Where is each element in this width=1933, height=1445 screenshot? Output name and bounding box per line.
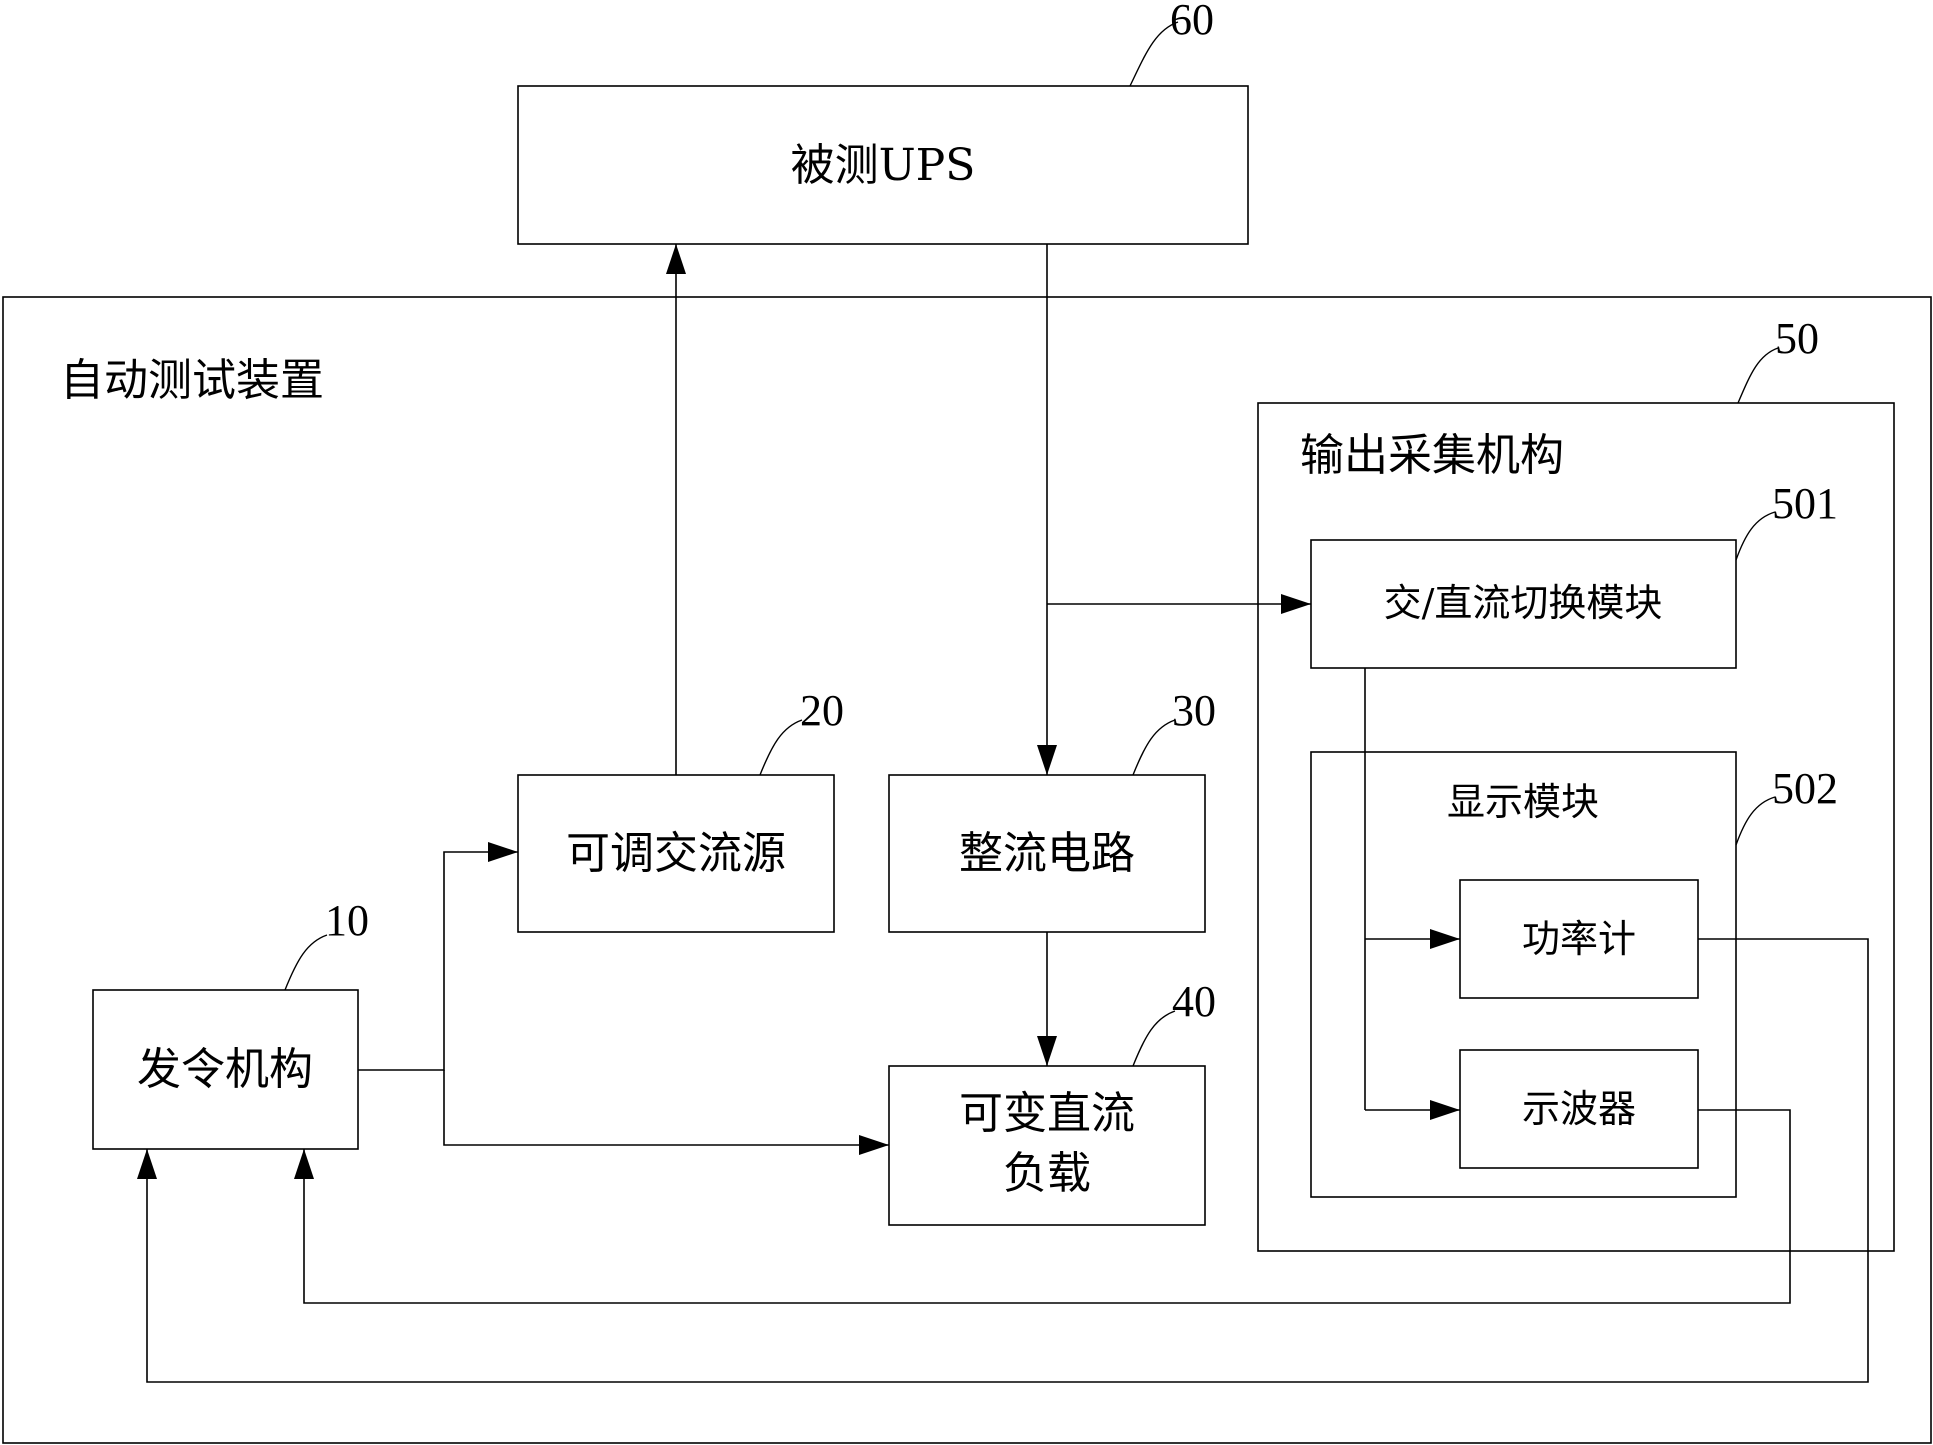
output-collector-label: 输出采集机构 xyxy=(1300,430,1564,481)
switch-module-block: 交/直流切换模块 xyxy=(1311,540,1736,668)
wire-command-to-ac-source xyxy=(358,852,518,1070)
dc-load-ref: 40 xyxy=(1172,977,1216,1026)
dc-load-block: 可变直流 负载 xyxy=(889,1066,1205,1225)
ups-label: 被测UPS xyxy=(791,140,976,191)
rectifier-ref-leader xyxy=(1133,720,1175,775)
command-unit-label: 发令机构 xyxy=(137,1044,313,1095)
rectifier-ref: 30 xyxy=(1172,686,1216,735)
rectifier-label: 整流电路 xyxy=(959,828,1135,879)
ups-ref: 60 xyxy=(1170,0,1214,44)
output-collector-ref-leader xyxy=(1738,348,1778,403)
ac-source-ref-leader xyxy=(760,720,802,775)
command-unit-ref-leader xyxy=(285,935,327,990)
dc-load-label-line2: 负载 xyxy=(1003,1148,1091,1199)
ac-source-block: 可调交流源 xyxy=(518,775,834,932)
ups-block: 被测UPS xyxy=(518,86,1248,244)
display-module-ref: 502 xyxy=(1772,764,1838,813)
rectifier-block: 整流电路 xyxy=(889,775,1205,932)
display-module-ref-leader xyxy=(1736,797,1775,845)
power-meter-label: 功率计 xyxy=(1522,917,1636,961)
dc-load-label-line1: 可变直流 xyxy=(959,1088,1135,1139)
power-meter-block: 功率计 xyxy=(1460,880,1698,998)
command-unit-ref: 10 xyxy=(325,896,369,945)
oscilloscope-block: 示波器 xyxy=(1460,1050,1698,1168)
switch-module-label: 交/直流切换模块 xyxy=(1384,581,1663,625)
ac-source-label: 可调交流源 xyxy=(566,828,786,879)
switch-module-ref-leader xyxy=(1736,512,1775,560)
dc-load-ref-leader xyxy=(1133,1011,1175,1066)
output-collector-ref: 50 xyxy=(1775,314,1819,363)
ac-source-ref: 20 xyxy=(800,686,844,735)
wire-command-to-dc-load xyxy=(444,1070,889,1145)
switch-module-ref: 501 xyxy=(1772,479,1838,528)
oscilloscope-label: 示波器 xyxy=(1522,1087,1636,1131)
auto-test-device-label: 自动测试装置 xyxy=(60,355,324,406)
display-module-label: 显示模块 xyxy=(1447,780,1599,824)
command-unit-block: 发令机构 xyxy=(93,990,358,1149)
